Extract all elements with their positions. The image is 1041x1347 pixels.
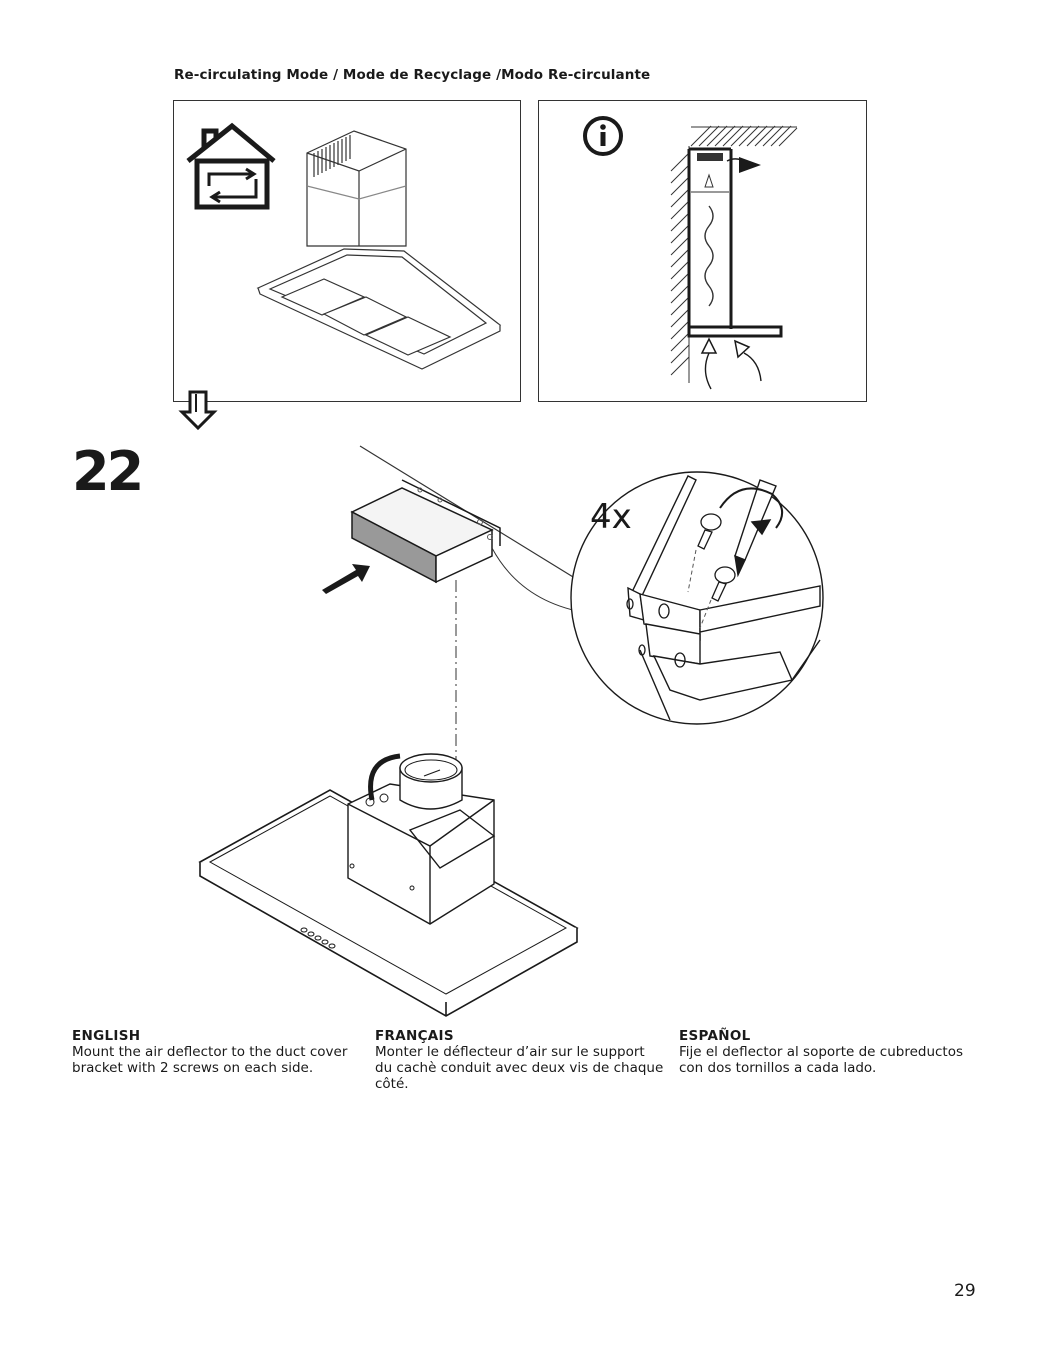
instruction-spanish: ESPAÑOL Fije el deflector al soporte de … — [679, 1028, 969, 1076]
screwdriver-icon — [719, 479, 783, 578]
step-illustration: 4x — [198, 445, 824, 1017]
vent-slots — [313, 135, 351, 177]
section-title: Re-circulating Mode / Mode de Recyclage … — [174, 67, 651, 83]
instruction-text: Mount the air deflector to the duct cove… — [72, 1044, 348, 1076]
down-arrow-icon — [178, 390, 218, 431]
house-recirculate-icon — [186, 122, 276, 210]
air-deflector — [350, 479, 501, 584]
language-title: ENGLISH — [72, 1028, 141, 1044]
language-title: ESPAÑOL — [679, 1028, 751, 1044]
airflow-illustration — [583, 116, 798, 390]
instruction-text: Monter le déflecteur d’air sur le suppor… — [375, 1044, 664, 1092]
control-buttons — [300, 927, 336, 949]
instruction-english: ENGLISH Mount the air deflector to the d… — [72, 1028, 362, 1076]
instruction-french: FRANÇAIS Monter le déflecteur d’air sur … — [375, 1028, 665, 1092]
recirculation-hood-panel — [173, 100, 521, 402]
instruction-text: Fije el deflector al soporte de cubreduc… — [679, 1044, 964, 1076]
duct-collar — [399, 753, 463, 810]
hood-illustration — [186, 122, 502, 370]
airflow-info-panel — [538, 100, 867, 402]
motor-housing — [347, 783, 496, 925]
screw-count-label: 4x — [590, 497, 632, 537]
page-number: 29 — [954, 1281, 976, 1301]
step-number: 22 — [72, 440, 144, 503]
language-title: FRANÇAIS — [375, 1028, 454, 1044]
info-icon — [583, 116, 623, 156]
